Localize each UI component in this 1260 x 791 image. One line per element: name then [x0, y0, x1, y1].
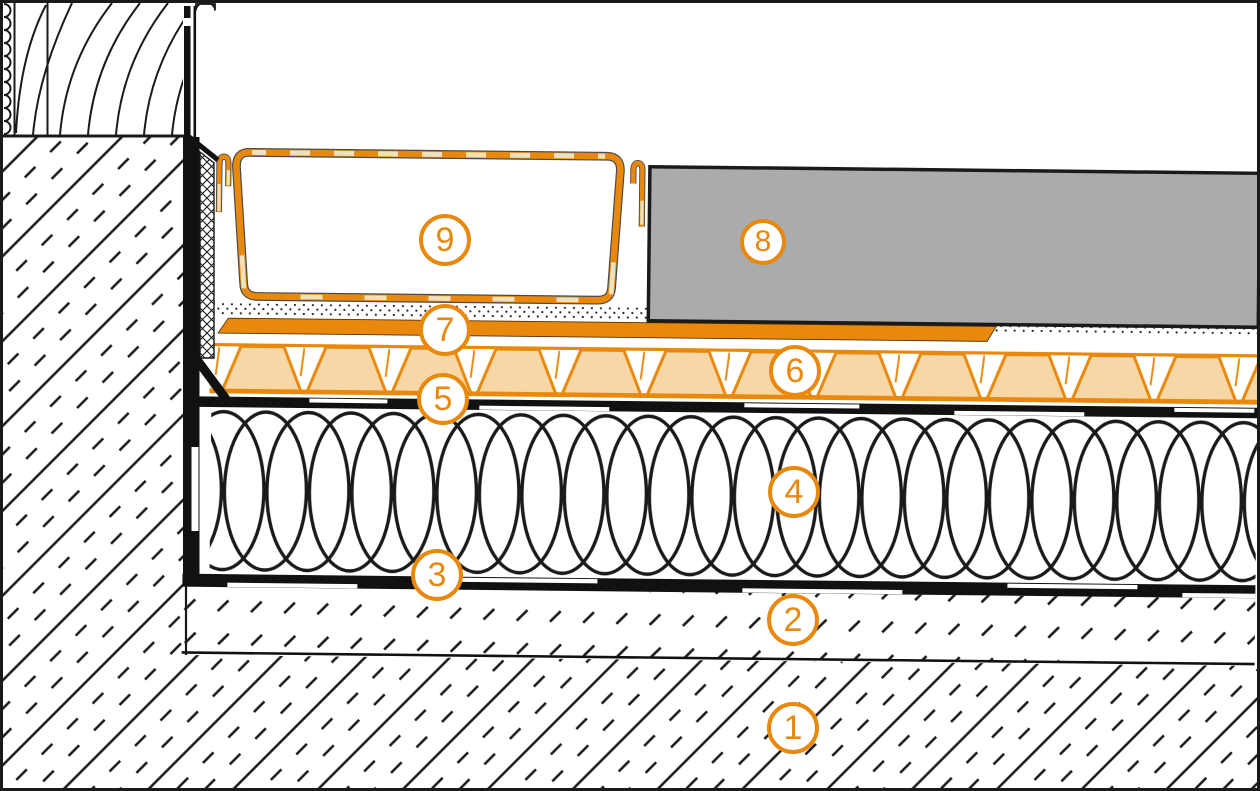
callout-4: 4 [768, 466, 820, 518]
callout-7-label: 7 [435, 311, 455, 349]
callout-8: 8 [740, 219, 786, 265]
callout-7: 7 [419, 304, 471, 356]
orange-membrane-band [217, 317, 998, 342]
wall-face-assembly [183, 1, 230, 577]
screed-layer [181, 586, 1256, 664]
channel-grate-dashes [252, 149, 606, 159]
callout-1-label: 1 [783, 709, 803, 747]
callout-5-label: 5 [433, 380, 453, 418]
callout-9: 9 [419, 214, 471, 266]
callout-6: 6 [769, 345, 821, 397]
channel-anchor-clip-left [215, 153, 232, 213]
callout-8-label: 8 [754, 225, 772, 258]
screed-bottom-line [181, 651, 1255, 666]
wood-frame-section [3, 3, 183, 135]
channel-bottom-dashes [300, 294, 591, 303]
callout-6-label: 6 [785, 352, 805, 390]
callout-1: 1 [767, 702, 819, 754]
wood-grain-lines [15, 3, 183, 135]
callout-5: 5 [417, 373, 469, 425]
insulation-hatch-layer [209, 406, 1258, 586]
wood-growth-ring-arcs [3, 3, 12, 135]
callout-3: 3 [411, 549, 463, 601]
callout-9-label: 9 [435, 221, 455, 259]
callout-4-label: 4 [784, 473, 804, 511]
channel-anchor-clip-right [630, 159, 646, 227]
callout-3-label: 3 [427, 556, 447, 594]
profile-cap [195, 1, 216, 11]
callout-2: 2 [767, 594, 819, 646]
callout-2-label: 2 [783, 601, 803, 639]
wall-membrane-upper [184, 6, 191, 137]
studded-drainage-mat [209, 342, 1258, 405]
sloped-floor-layers [181, 147, 1260, 666]
membrane-chamfer [189, 352, 230, 402]
